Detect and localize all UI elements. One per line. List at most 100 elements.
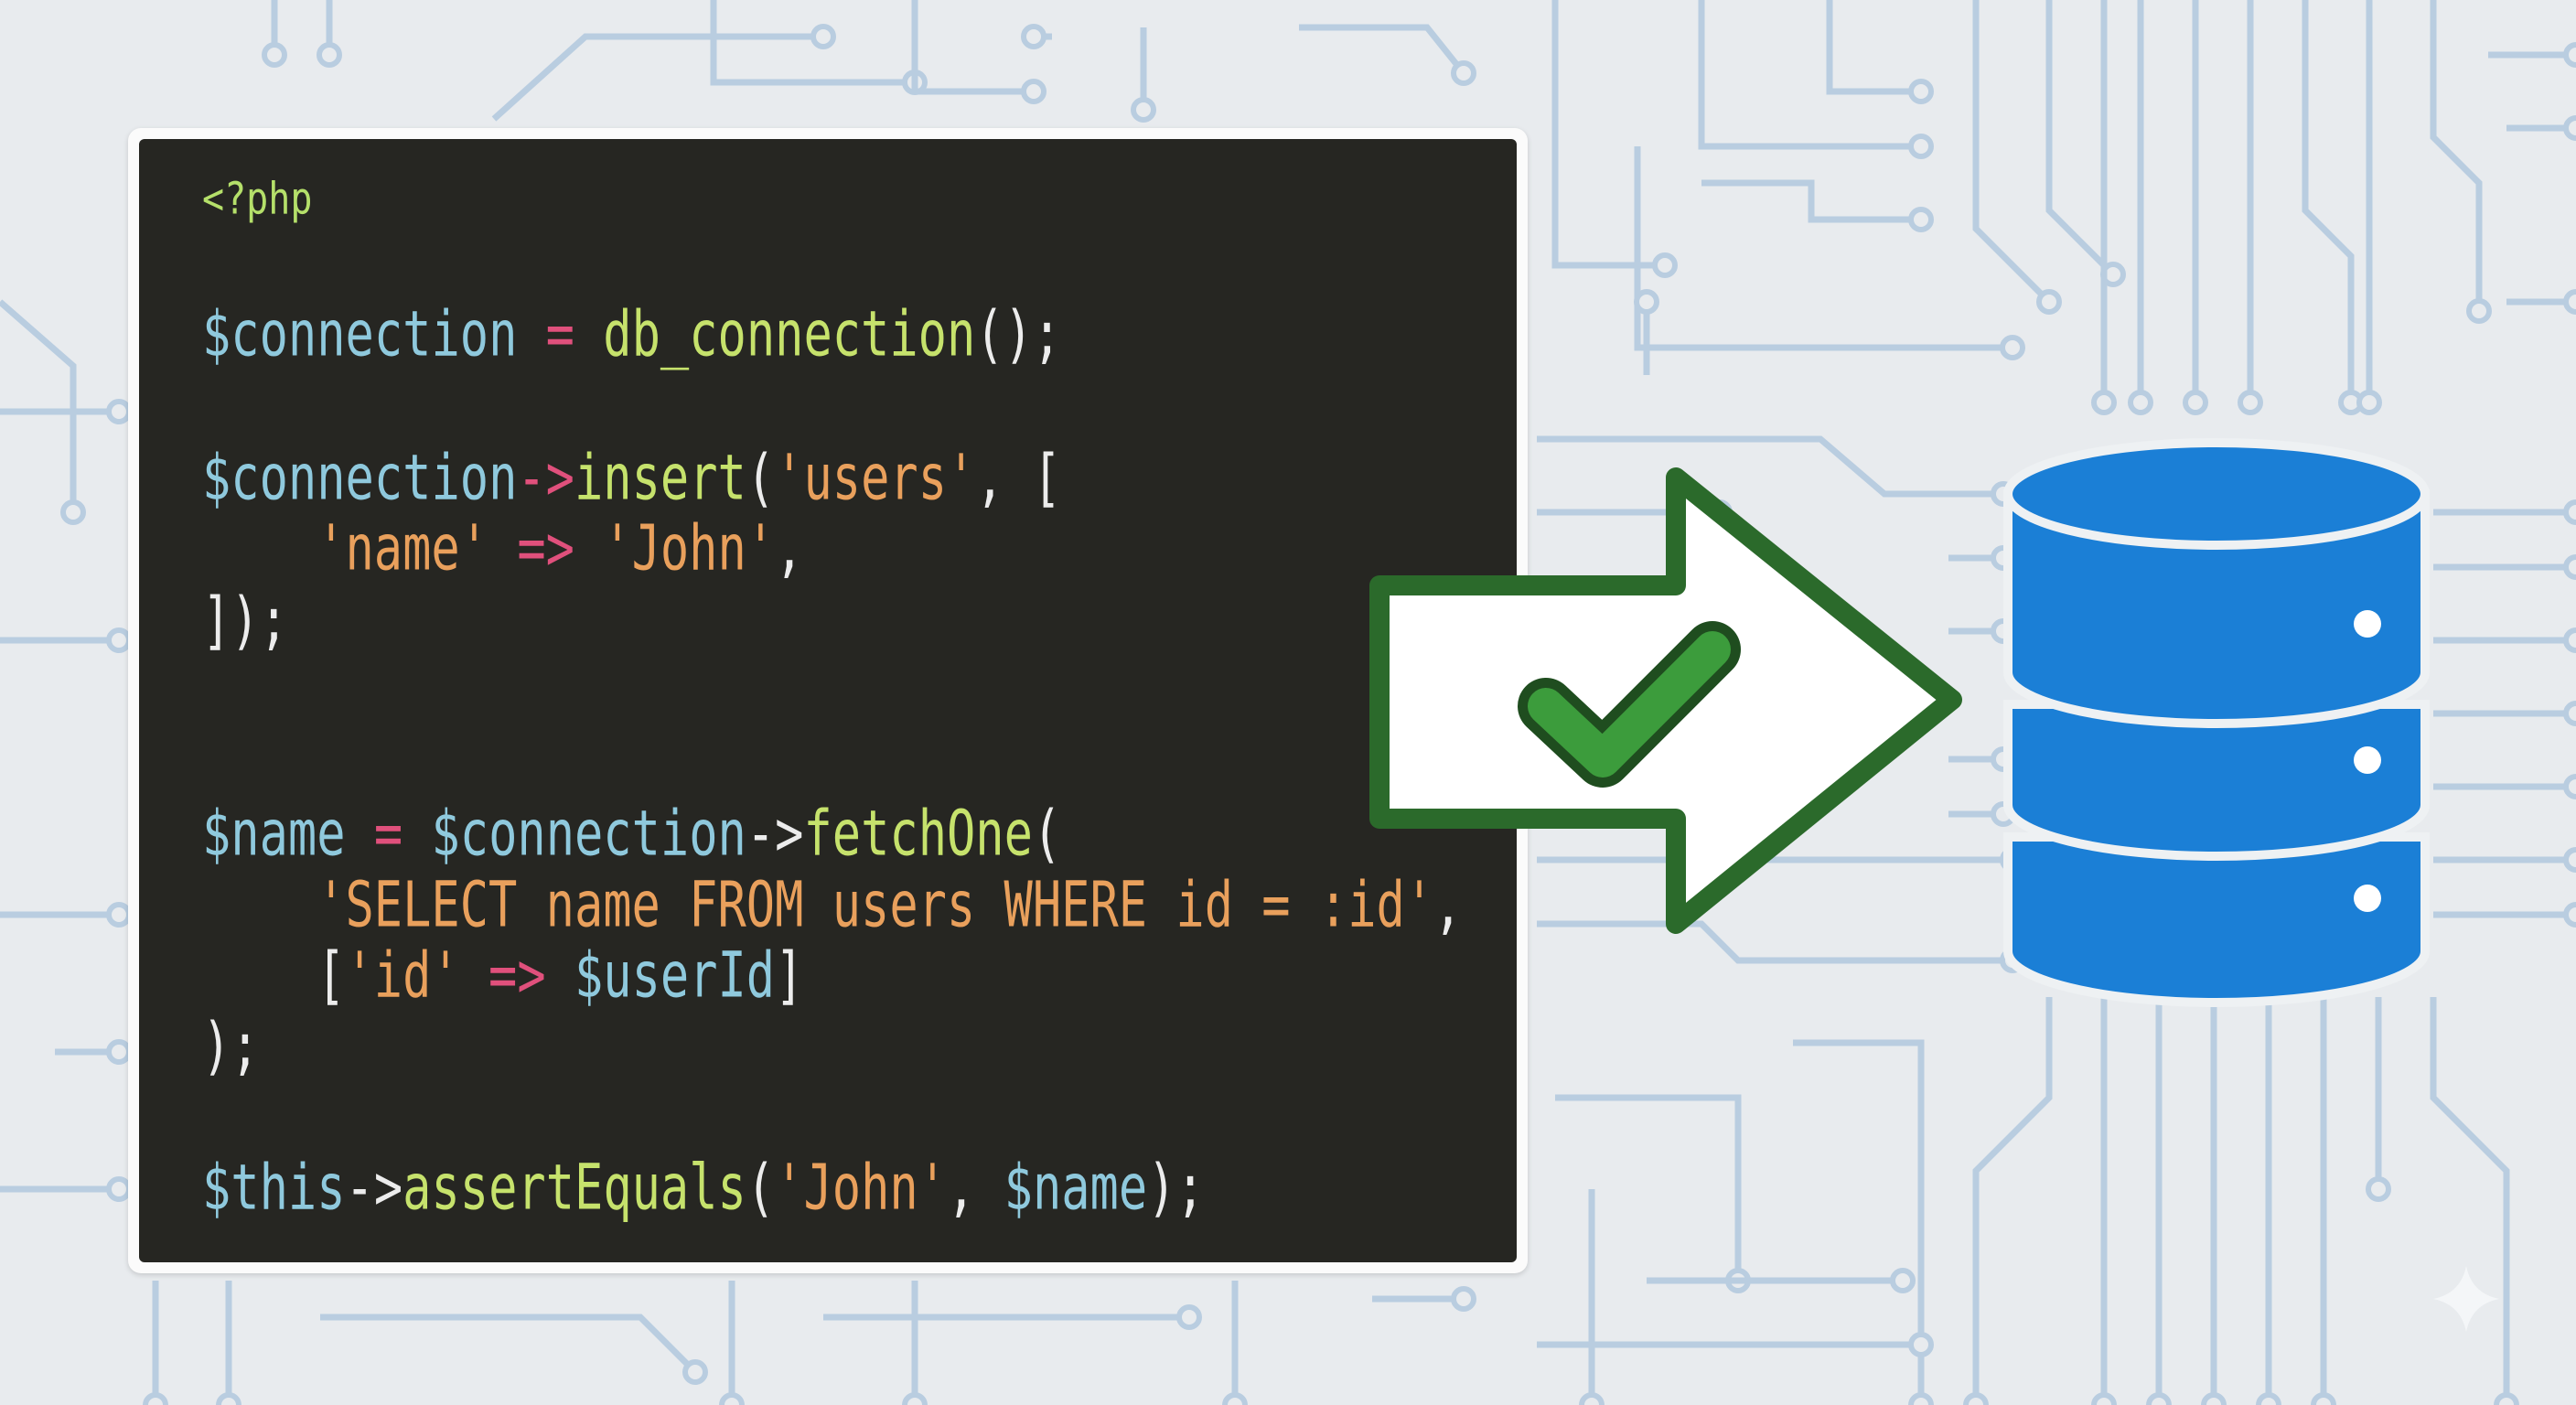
circuit-trace [0,299,77,512]
code-editor: <?php$connection = db_connection();$conn… [139,139,1517,1262]
circuit-pad [2563,701,2576,726]
circuit-pad [1908,134,1934,159]
code-line: <?php [202,171,312,228]
circuit-pad [1176,1304,1202,1330]
circuit-trace [1972,997,2053,1405]
code-token-punct: , [947,1152,1004,1225]
code-token-tag: <?php [202,174,313,225]
circuit-pad [1963,1392,1989,1405]
circuit-pad [2146,1392,2172,1405]
circuit-pad [2000,335,2025,360]
code-token-function: db_connection [603,298,976,371]
code-token-variable: $name [1004,1152,1148,1225]
code-token-variable: $userId [574,939,776,1013]
code-token-variable: $this [202,1152,346,1225]
circuit-pad [1021,24,1046,49]
circuit-pad [2563,499,2576,525]
circuit-pad [2256,1392,2281,1405]
code-token-function: insert [574,442,746,515]
circuit-pad [1451,60,1476,86]
code-token-string: 'SELECT name FROM users WHERE id = :id' [317,869,1434,942]
circuit-pad [262,42,287,68]
circuit-pad [1908,207,1934,232]
circuit-pad [2563,289,2576,315]
circuit-pad [1908,1332,1934,1357]
circuit-pad [810,24,836,49]
circuit-trace [1793,1039,1925,1405]
code-token-punct: ); [1147,1152,1205,1225]
code-token-string: 'John' [603,512,776,585]
circuit-trace [1551,0,1665,269]
circuit-trace [1634,146,2012,351]
code-token-variable: $connection [431,798,746,871]
circuit-pad [2091,390,2117,415]
circuit-trace [710,0,915,86]
circuit-pad [2563,902,2576,928]
circuit-pad [2563,554,2576,580]
code-token-punct: , [1433,869,1463,942]
database-indicator-dot [2354,610,2381,638]
circuit-trace [1972,0,2052,305]
sparkle-icon [2433,1266,2499,1332]
code-token-punct: -> [345,1152,403,1225]
code-token-punct: ( [1032,798,1062,871]
code-token-punct: [ [317,939,346,1013]
code-token-punct: ] [775,939,804,1013]
circuit-pad [317,42,342,68]
circuit-pad [1908,79,1934,104]
code-token-operator: = [345,798,432,871]
circuit-pad [2356,390,2382,415]
code-line: $name = $connection->fetchOne( [202,803,1061,866]
code-token-variable: $connection [202,298,518,371]
circuit-pad [2563,115,2576,141]
code-token-punct: , [ [975,442,1062,515]
code-line: 'name' => 'John', [202,518,803,581]
circuit-pad [902,1392,928,1405]
database-segment [2003,700,2430,861]
code-line: ); [202,1015,260,1078]
code-line: $connection = db_connection(); [202,304,1061,367]
circuit-pad [2036,289,2062,315]
circuit-trace [320,1314,698,1375]
circuit-pad [2201,1392,2227,1405]
circuit-pad [1222,1392,1248,1405]
circuit-trace [911,0,1034,95]
code-token-string: 'John' [775,1152,948,1225]
circuit-pad [2238,390,2263,415]
code-token-punct: ]); [202,585,288,658]
circuit-trace [1826,0,1921,95]
circuit-trace [2430,997,2510,1405]
circuit-pad [1634,289,1659,315]
code-token-variable: $connection [202,442,518,515]
circuit-pad [2563,42,2576,68]
circuit-pad [2311,1392,2336,1405]
circuit-pad [1451,1286,1476,1312]
code-token-operator: => [459,939,574,1013]
circuit-trace [1698,0,1921,150]
circuit-pad [1131,97,1156,123]
circuit-pad [2091,1392,2117,1405]
code-token-punct: ( [746,442,776,515]
database-indicator-dot [2354,746,2381,774]
code-token-function: assertEquals [402,1152,746,1225]
circuit-trace [2302,0,2355,402]
circuit-trace [2430,0,2483,311]
code-token-punct: -> [746,798,804,871]
circuit-pad [2366,1176,2391,1202]
circuit-pad [1890,1268,1916,1293]
database-top [2003,438,2430,550]
code-token-string: 'name' [317,512,489,585]
circuit-pad [2183,390,2208,415]
code-line: ['id' => $userId] [202,945,803,1008]
code-token-string: 'users' [775,442,976,515]
checkmark-fill [1528,631,1731,778]
circuit-trace [2045,0,2116,277]
circuit-trace [491,33,823,122]
circuit-pad [2494,1392,2519,1405]
circuit-trace [1537,920,2012,964]
circuit-pad [1021,79,1046,104]
code-line: $this->assertEquals('John', $name); [202,1157,1205,1220]
